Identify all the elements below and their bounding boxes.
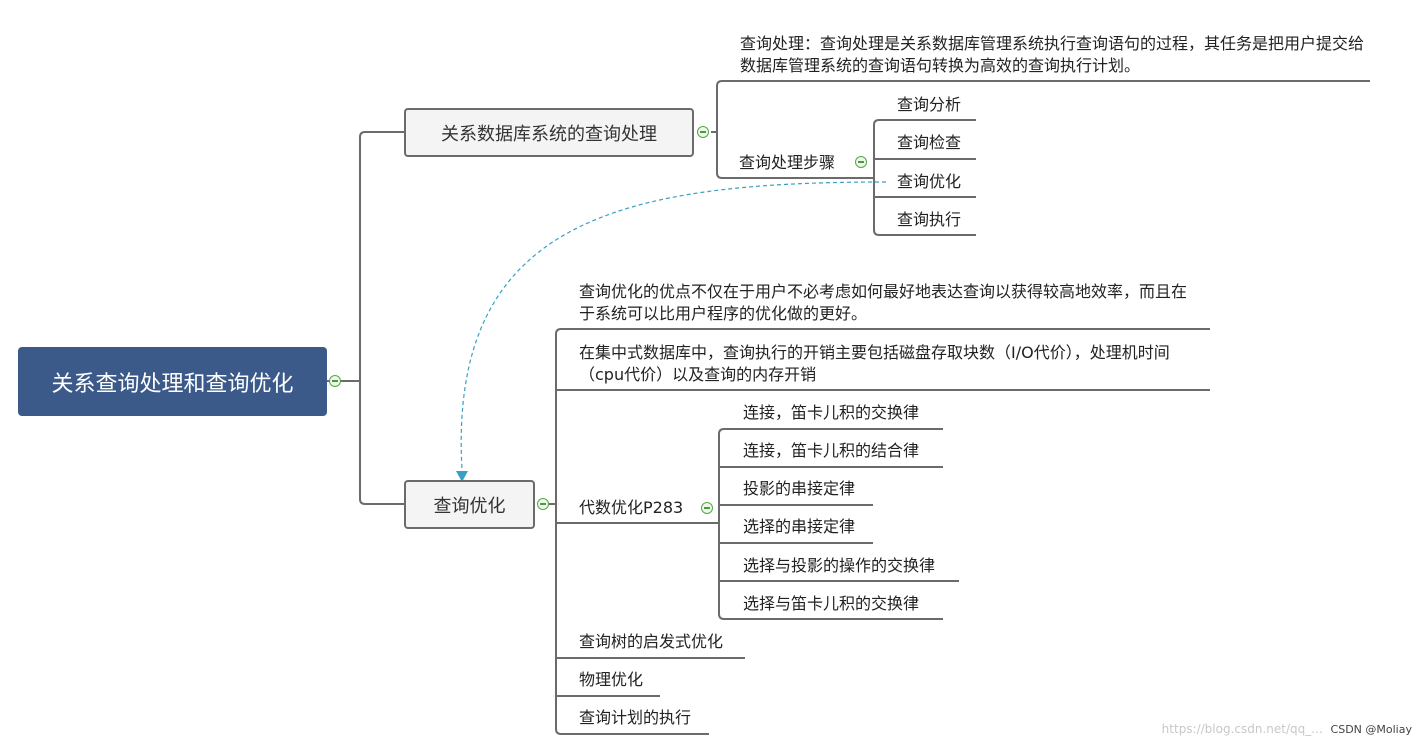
root-label: 关系查询处理和查询优化 bbox=[51, 371, 294, 397]
query-steps-label[interactable]: 查询处理步骤 bbox=[739, 153, 836, 172]
steps-trunk-lower bbox=[873, 178, 976, 236]
step-item[interactable]: 查询检查 bbox=[897, 133, 962, 152]
other-optimization-item[interactable]: 查询计划的执行 bbox=[579, 708, 692, 727]
branch-trunk-lower bbox=[359, 381, 404, 505]
collapse-steps-icon[interactable] bbox=[855, 156, 867, 168]
alg-trunk bbox=[713, 428, 943, 524]
branch-trunk bbox=[359, 131, 404, 381]
topic-query-processing[interactable]: 关系数据库系统的查询处理 bbox=[404, 108, 694, 157]
algebra-rule-item[interactable]: 选择与笛卡儿积的交换律 bbox=[743, 594, 920, 613]
watermark-url: https://blog.csdn.net/qq_... bbox=[1161, 722, 1323, 736]
b1-trunk bbox=[716, 80, 1370, 132]
algebra-rule-item[interactable]: 连接，笛卡儿积的交换律 bbox=[743, 403, 920, 422]
watermark: https://blog.csdn.net/qq_... CSDN @Molia… bbox=[1162, 722, 1412, 736]
collapse-algebra-icon[interactable] bbox=[701, 502, 713, 514]
steps-trunk bbox=[868, 119, 976, 179]
root-topic[interactable]: 关系查询处理和查询优化 bbox=[18, 347, 327, 416]
b1-trunk-lower bbox=[716, 132, 868, 179]
alg-trunk-lower bbox=[718, 523, 943, 620]
step-item[interactable]: 查询分析 bbox=[897, 95, 962, 114]
watermark-brand: CSDN @Moliay bbox=[1330, 723, 1412, 736]
other-optimization-item[interactable]: 查询树的启发式优化 bbox=[579, 632, 724, 651]
b2-trunk bbox=[555, 328, 1210, 504]
algebra-rule-item[interactable]: 选择与投影的操作的交换律 bbox=[743, 556, 936, 575]
optimization-note-1[interactable]: 查询优化的优点不仅在于用户不必考虑如何最好地表达查询以获得较高地效率，而且在于系… bbox=[579, 282, 1188, 323]
topic-query-optimization[interactable]: 查询优化 bbox=[404, 480, 535, 529]
query-processing-definition[interactable]: 查询处理：查询处理是关系数据库管理系统执行查询语句的过程，其任务是把用户提交给数… bbox=[740, 34, 1365, 75]
optimization-note-2[interactable]: 在集中式数据库中，查询执行的开销主要包括磁盘存取块数（I/O代价），处理机时间（… bbox=[579, 343, 1170, 384]
b2-trunk-lower bbox=[555, 504, 709, 735]
algebra-rule-item[interactable]: 投影的串接定律 bbox=[743, 479, 856, 498]
algebra-rule-item[interactable]: 选择的串接定律 bbox=[743, 517, 856, 536]
collapse-root-icon[interactable] bbox=[329, 375, 341, 387]
algebra-optimization-label[interactable]: 代数优化P283 bbox=[579, 498, 684, 517]
step-item[interactable]: 查询优化 bbox=[897, 172, 962, 191]
step-item[interactable]: 查询执行 bbox=[897, 210, 962, 229]
topic-query-processing-label: 关系数据库系统的查询处理 bbox=[441, 123, 657, 145]
collapse-branch2-icon[interactable] bbox=[537, 498, 549, 510]
topic-query-optimization-label: 查询优化 bbox=[433, 495, 506, 517]
arrow-head-icon bbox=[456, 471, 468, 482]
collapse-branch1-icon[interactable] bbox=[697, 126, 709, 138]
relationship-arrow bbox=[460, 181, 887, 471]
algebra-rule-item[interactable]: 连接，笛卡儿积的结合律 bbox=[743, 441, 920, 460]
other-optimization-item[interactable]: 物理优化 bbox=[579, 670, 644, 689]
